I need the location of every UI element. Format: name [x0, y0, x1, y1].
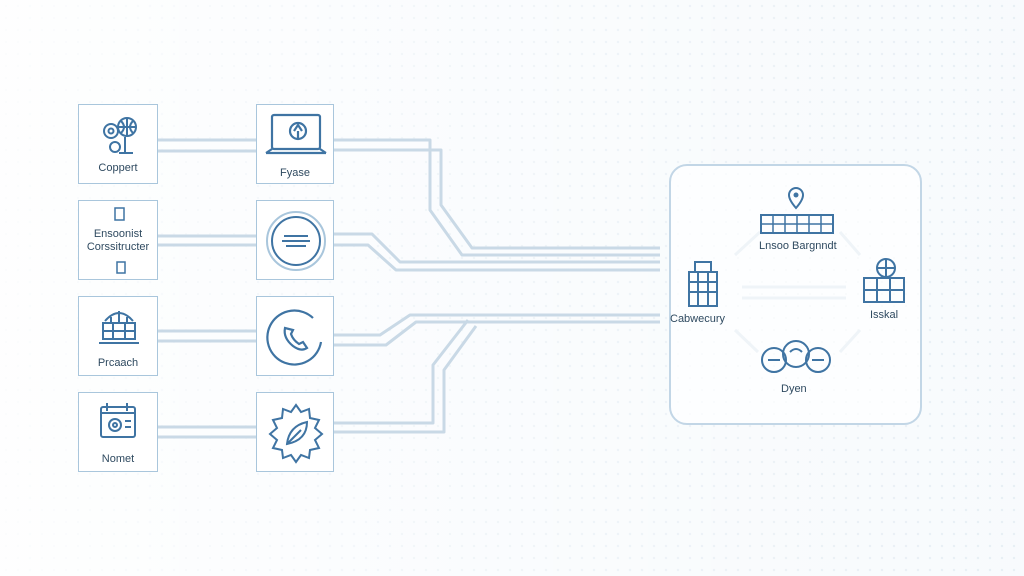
node-nomet[interactable]: Nomet — [78, 392, 158, 472]
node-label: Ensoonist Corssitructer — [86, 228, 150, 253]
wire-mid2 — [334, 232, 660, 264]
wire-row4 — [158, 425, 256, 439]
node-label: Coppert — [98, 162, 138, 174]
wire-mid4 — [334, 319, 470, 425]
document-icon — [114, 207, 125, 221]
node-label: Fyase — [280, 167, 310, 179]
node-ensoonist[interactable]: Ensoonist Corssitructer — [78, 200, 158, 280]
node-label: Nomet — [101, 453, 135, 465]
node-fyase[interactable]: Fyase — [256, 104, 334, 184]
node-gear-leaf[interactable] — [256, 392, 334, 472]
gears-globe-icon — [103, 117, 137, 154]
small-doc-icon — [116, 261, 126, 274]
hub-left-label: Cabwecury — [670, 313, 726, 325]
laptop-icon — [265, 113, 327, 155]
location-pin-icon — [787, 186, 805, 210]
circle-lines-icon — [266, 211, 326, 271]
people-icon — [761, 340, 831, 373]
phone-circle-icon — [266, 309, 323, 366]
wire-row2 — [158, 234, 256, 247]
hub-bottom-label: Dyen — [781, 383, 807, 395]
computer-globe-icon — [99, 311, 139, 344]
node-prcaach[interactable]: Prcaach — [78, 296, 158, 376]
hub-top-label: Lnsoo Bargnndt — [759, 240, 837, 252]
wire-row1 — [158, 138, 256, 153]
wire-row3 — [158, 329, 256, 343]
node-coppert[interactable]: Coppert — [78, 104, 158, 184]
hub-right-label: Isskal — [870, 309, 899, 321]
server-rack-icon — [760, 214, 834, 234]
wire-mid3 — [334, 313, 660, 337]
node-label: Prcaach — [97, 357, 139, 369]
building-icon — [688, 261, 718, 307]
node-phone[interactable] — [256, 296, 334, 376]
calendar-gear-icon — [100, 403, 136, 438]
gear-leaf-icon — [268, 403, 324, 464]
globe-building-icon — [863, 258, 905, 303]
node-circle-lines[interactable] — [256, 200, 334, 280]
wire-mid1 — [334, 138, 660, 257]
